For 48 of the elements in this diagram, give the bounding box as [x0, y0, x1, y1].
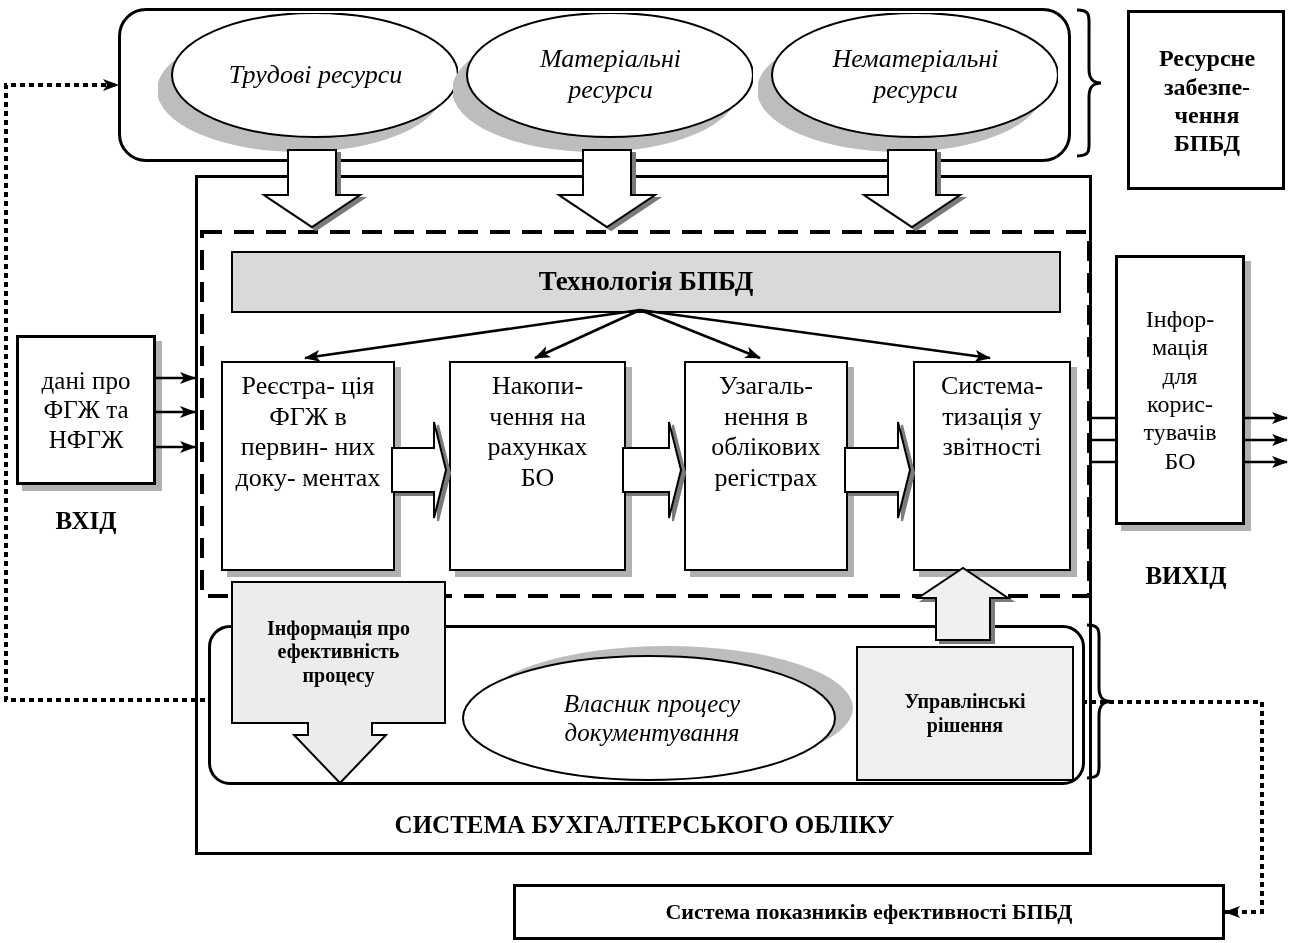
arrow	[1245, 456, 1288, 468]
block-arrow	[844, 421, 912, 519]
block-arrow	[260, 149, 364, 229]
arrow	[156, 372, 196, 384]
node-text: дані про ФГЖ та НФГЖ	[40, 365, 132, 455]
caption-label: ВХІД	[55, 507, 117, 535]
oval-node	[758, 13, 1058, 153]
node-text: Трудові ресурси	[228, 59, 403, 91]
node-text: Інформація про ефективність процесу	[266, 616, 411, 688]
block-arrow	[622, 421, 683, 519]
node-text: Узагаль- нення в облікових регістрах	[710, 371, 822, 494]
arrow	[534, 308, 641, 360]
dotted-arrow	[4, 79, 205, 702]
dashed-frame	[200, 230, 1091, 598]
info-box	[513, 884, 1225, 940]
block-arrow	[391, 421, 448, 519]
dotted-arrow	[1082, 700, 1264, 918]
arrow	[639, 308, 761, 360]
heading-text: Технологія БПБД	[538, 266, 754, 298]
arrow	[1245, 434, 1288, 446]
arrow	[304, 308, 641, 362]
node-text: Система показників ефективності БПБД	[665, 899, 1073, 925]
caption-label: ВИХІД	[1145, 562, 1227, 590]
arrow	[639, 308, 991, 362]
node-text: Система- тизація у звітності	[939, 371, 1045, 463]
block-arrow	[860, 149, 964, 229]
node-text: Ресурсне забезпе- чення БПБД	[1157, 44, 1257, 158]
decision-box	[856, 646, 1074, 781]
node-text: Управлінські рішення	[903, 689, 1027, 738]
node-text: Інфор- мація для корис- тувачів БО	[1142, 305, 1218, 475]
rounded-frame	[118, 8, 1071, 162]
node-text: Матеріальні ресурси	[538, 44, 683, 106]
block-arrow	[914, 566, 1012, 641]
arrow	[156, 441, 196, 453]
oval-node	[453, 13, 753, 153]
oval-node	[462, 644, 856, 781]
arrow	[156, 406, 196, 418]
node-text: Реєстра- ція ФГЖ в первин- них доку- ментах	[235, 371, 381, 494]
heading-text: СИСТЕМА БУХГАЛТЕРСЬКОГО ОБЛІКУ	[394, 810, 895, 840]
block-arrow	[555, 149, 659, 229]
oval-node	[158, 13, 458, 153]
header-bar	[231, 251, 1061, 313]
info-box	[1127, 10, 1285, 190]
arrow	[1245, 412, 1288, 424]
node-text: Нематеріальні ресурси	[831, 44, 1000, 106]
callout-box	[231, 581, 446, 785]
node-text: Накопи- чення на рахунках БО	[486, 371, 589, 494]
node-text: Власник процесу документування	[562, 688, 742, 748]
